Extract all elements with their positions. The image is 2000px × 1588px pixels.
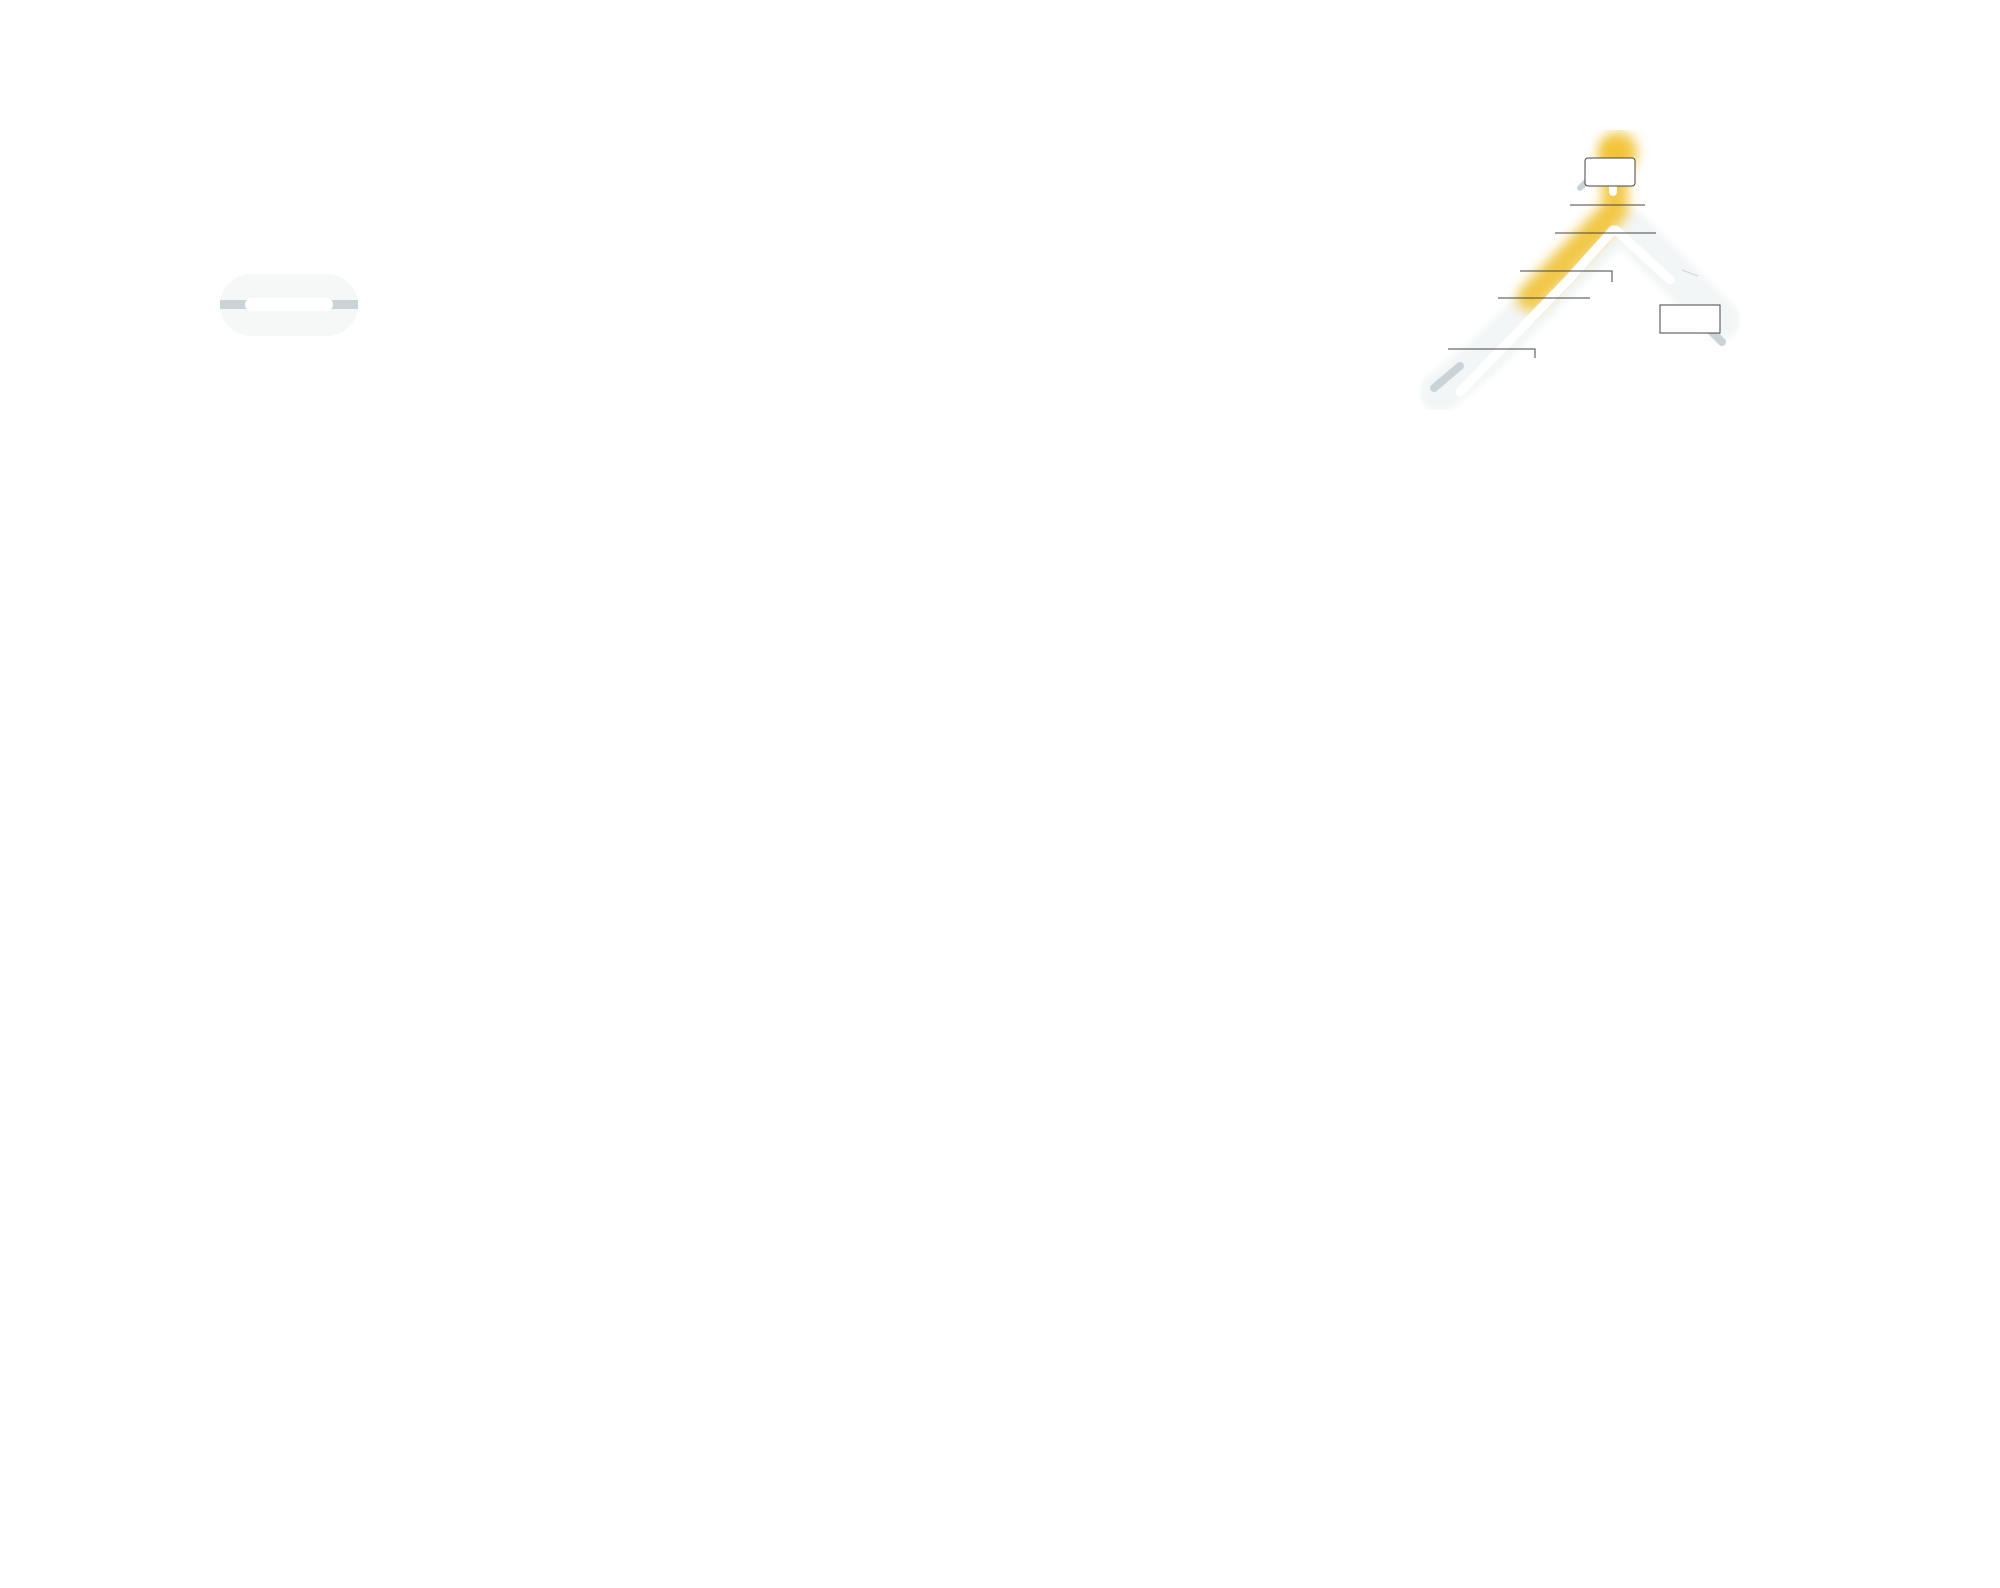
pill-inner bbox=[245, 298, 333, 311]
tree-diagram bbox=[1420, 130, 1740, 410]
pill-toggle[interactable] bbox=[220, 274, 358, 336]
right-node-tip bbox=[1681, 269, 1699, 277]
leaf-node bbox=[1448, 348, 1536, 358]
pill-toggle-icon bbox=[220, 274, 358, 336]
right-node bbox=[1659, 304, 1721, 334]
tree-diagram-icon bbox=[1420, 132, 1740, 410]
tree-nodes bbox=[1448, 157, 1721, 358]
left-node-top bbox=[1520, 270, 1613, 282]
tree-connectors bbox=[1455, 166, 1675, 397]
root-node bbox=[1584, 157, 1636, 187]
